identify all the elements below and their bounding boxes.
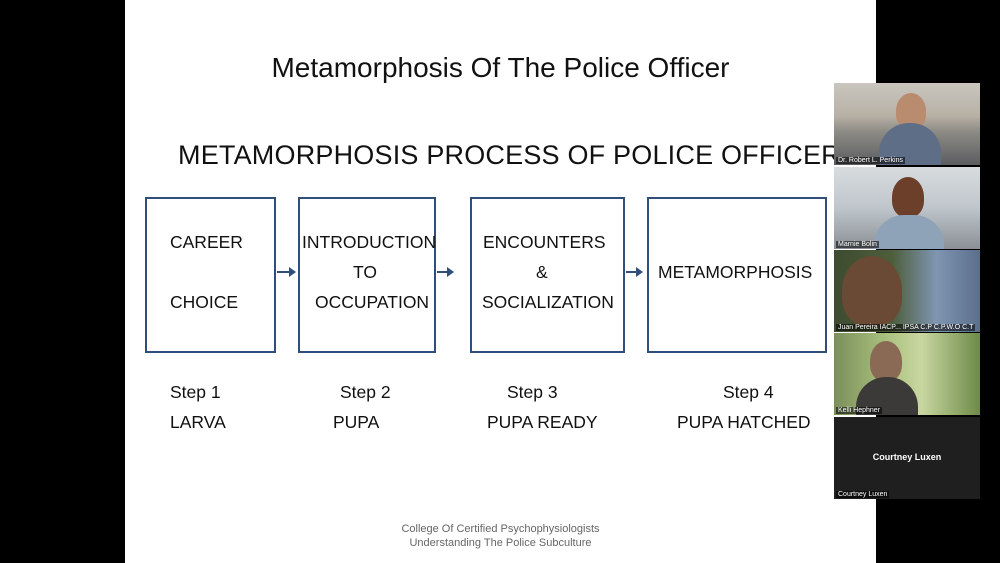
box-4-line-1: METAMORPHOSIS: [658, 262, 813, 282]
box-2-line-3: OCCUPATION: [315, 292, 430, 312]
presentation-slide: Metamorphosis Of The Police Officer META…: [125, 0, 876, 563]
participant-tile-2[interactable]: Marnie Bolin: [834, 167, 980, 249]
participant-video: [892, 177, 924, 217]
process-box-3: [470, 197, 625, 353]
step-2-stage: PUPA: [333, 412, 380, 432]
slide-subtitle: METAMORPHOSIS PROCESS OF POLICE OFFICER: [178, 140, 841, 170]
box-2-line-1: INTRODUCTION: [302, 232, 437, 252]
box-1-line-1: CAREER: [170, 232, 243, 252]
arrow-1-icon: [277, 267, 296, 277]
participant-tile-5[interactable]: Courtney Luxen Courtney Luxen: [834, 417, 980, 499]
step-2-label: Step 2: [340, 382, 391, 402]
participant-video: [842, 256, 902, 326]
step-4-label: Step 4: [723, 382, 774, 402]
arrow-3-icon: [626, 267, 643, 277]
process-box-4: [647, 197, 827, 353]
box-3-line-1: ENCOUNTERS: [483, 232, 606, 252]
box-3-line-3: SOCIALIZATION: [482, 292, 614, 312]
process-box-1: [145, 197, 276, 353]
participant-tile-3[interactable]: Juan Pereira IACP... IPSA C.P C.P.W.O C.…: [834, 250, 980, 332]
participant-name: Courtney Luxen: [836, 491, 890, 498]
step-3-stage: PUPA READY: [487, 412, 598, 432]
participant-tile-1[interactable]: Dr. Robert L. Perkins: [834, 83, 980, 165]
box-3-line-2: &: [536, 262, 548, 282]
box-2-line-2: TO: [353, 262, 377, 282]
participant-name: Kelli Hephner: [836, 407, 883, 414]
step-3-label: Step 3: [507, 382, 558, 402]
step-4-stage: PUPA HATCHED: [677, 412, 811, 432]
footer-line-1: College Of Certified Psychophysiologists: [401, 523, 600, 535]
slide-title: Metamorphosis Of The Police Officer: [271, 52, 730, 83]
participant-name: Juan Pereira IACP... IPSA C.P C.P.W.O C.…: [836, 324, 976, 331]
participant-name: Dr. Robert L. Perkins: [836, 157, 905, 164]
participant-tile-4[interactable]: Kelli Hephner: [834, 333, 980, 415]
footer-line-2: Understanding The Police Subculture: [409, 537, 592, 549]
box-1-line-2: CHOICE: [170, 292, 239, 312]
process-box-2: [298, 197, 436, 353]
step-1-label: Step 1: [170, 382, 221, 402]
participant-center-name: Courtney Luxen: [872, 452, 942, 462]
participant-video: [870, 341, 902, 381]
arrow-2-icon: [437, 267, 454, 277]
step-1-stage: LARVA: [170, 412, 226, 432]
participant-name: Marnie Bolin: [836, 241, 879, 248]
participant-video-body: [874, 215, 944, 249]
slide-footer: College Of Certified Psychophysiologists…: [125, 522, 876, 550]
